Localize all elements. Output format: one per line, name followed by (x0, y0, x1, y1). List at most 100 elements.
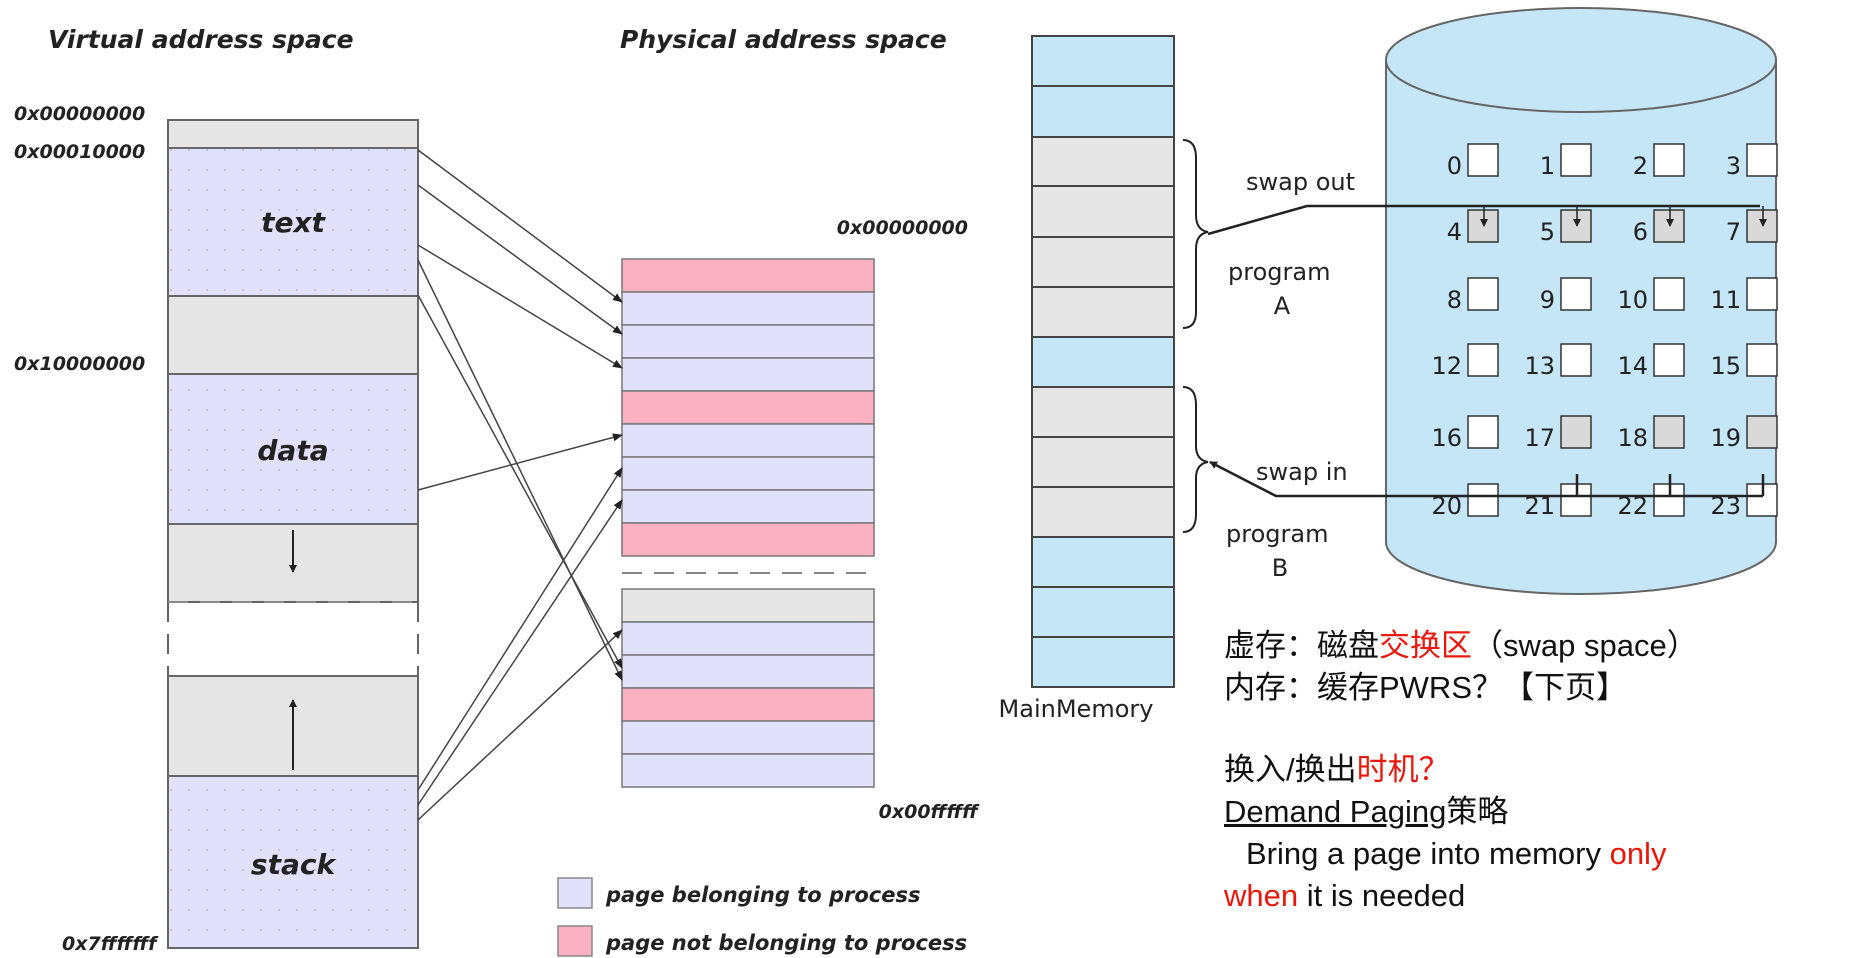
virtual-address-column (167, 119, 419, 949)
disk-page-number: 17 (1524, 424, 1555, 452)
memory-frame (1031, 386, 1175, 438)
disk-page-number: 8 (1447, 286, 1462, 314)
addr-physical-0: 0x00000000 (837, 217, 968, 239)
disk-page-slot (1653, 277, 1685, 311)
physical-frame-belonging (621, 720, 875, 755)
disk-page-number: 2 (1633, 152, 1648, 180)
physical-frame-not-belonging (621, 522, 875, 557)
virtual-reserved-block (167, 119, 419, 149)
swap-out-label: swap out (1246, 168, 1355, 196)
mapping-arrow (417, 259, 623, 681)
disk-page-number: 3 (1726, 152, 1741, 180)
note-when-needed: when it is needed (1224, 875, 1859, 917)
disk-page-slot (1653, 143, 1685, 177)
virtual-stack-segment (167, 775, 419, 949)
spacer (1224, 709, 1859, 749)
memory-frame (1031, 185, 1175, 238)
disk-page-number: 5 (1540, 218, 1555, 246)
disk-page-slot (1467, 143, 1499, 177)
legend-belong-label: page belonging to process (605, 883, 920, 907)
program-a-label-line2: A (1274, 292, 1291, 320)
virtual-text-segment (167, 147, 419, 297)
legend-not-belong-swatch (557, 925, 593, 957)
note-text: （swap space） (1472, 628, 1698, 663)
memory-frame (1031, 486, 1175, 538)
disk-page-slot (1467, 277, 1499, 311)
swap-in-line (1209, 460, 1765, 498)
physical-frame-belonging (621, 654, 875, 689)
disk-page-number: 12 (1431, 352, 1462, 380)
memory-frame (1031, 35, 1175, 87)
disk-page-slot (1467, 415, 1499, 449)
note-demand-paging: Demand Paging策略 (1224, 791, 1859, 833)
program-a-brace (1182, 139, 1209, 329)
disk-page-slot (1746, 209, 1778, 243)
physical-frame-unused (621, 588, 875, 623)
disk-cylinder (1385, 7, 1777, 595)
notes-panel: 虚存：磁盘交换区（swap space） 内存：缓存PWRS？【下页】 换入/换… (1224, 625, 1859, 917)
disk-page-slot (1560, 343, 1592, 377)
disk-page-slot (1746, 277, 1778, 311)
segment-stack-label: stack (251, 848, 338, 881)
swap-out-line (1207, 204, 1760, 236)
physical-frame-belonging (621, 324, 875, 359)
disk-page-number: 13 (1524, 352, 1555, 380)
memory-frame (1031, 636, 1175, 688)
disk-page-slot (1467, 343, 1499, 377)
disk-page-slot (1653, 343, 1685, 377)
disk-page-number: 9 (1540, 286, 1555, 314)
disk-page-slot (1746, 343, 1778, 377)
disk-page-number: 1 (1540, 152, 1555, 180)
memory-frame (1031, 336, 1175, 388)
virtual-data-segment (167, 373, 419, 525)
disk-page-slot (1560, 277, 1592, 311)
disk-page-number: 19 (1710, 424, 1741, 452)
virtual-title: Virtual address space (48, 25, 354, 54)
addr-virtual-1: 0x00010000 (14, 141, 145, 163)
addr-virtual-2: 0x10000000 (14, 353, 145, 375)
disk-page-number: 6 (1633, 218, 1648, 246)
disk-page-slot (1560, 143, 1592, 177)
disk-page-number: 15 (1710, 352, 1741, 380)
note-memory-cache: 内存：缓存PWRS？【下页】 (1224, 670, 1627, 705)
main-memory-label: MainMemory (999, 695, 1154, 723)
memory-frame (1031, 286, 1175, 338)
legend-belong-swatch (557, 877, 593, 909)
note-bring-page: Bring a page into memory only (1224, 833, 1859, 875)
disk-page-slot (1746, 143, 1778, 177)
physical-frame-not-belonging (621, 258, 875, 293)
mapping-arrow (417, 433, 623, 491)
mapping-arrows (417, 149, 623, 821)
program-a-label-line1: program (1228, 258, 1330, 286)
note-text: 换入/换出 (1224, 752, 1357, 787)
addr-virtual-3: 0x7fffffff (62, 933, 159, 955)
disk-page-slot (1653, 415, 1685, 449)
program-b-label-line2: B (1272, 554, 1288, 582)
memory-frame (1031, 236, 1175, 288)
swap-in-label: swap in (1256, 458, 1348, 486)
disk-page-number: 0 (1447, 152, 1462, 180)
disk-page-number: 4 (1447, 218, 1462, 246)
swap-out-drops (1480, 206, 1767, 227)
physical-frame-belonging (621, 291, 875, 326)
mapping-arrow (417, 629, 623, 821)
disk-page-slot (1467, 483, 1499, 517)
memory-frame (1031, 85, 1175, 138)
legend-not-belong-label: page not belonging to process (605, 931, 967, 955)
disk-page-slot (1653, 209, 1685, 243)
note-text: Bring a page into memory (1246, 836, 1610, 871)
note-text: it is needed (1298, 878, 1466, 913)
disk-page-number: 16 (1431, 424, 1462, 452)
physical-frame-belonging (621, 621, 875, 656)
physical-frame-not-belonging (621, 687, 875, 722)
memory-frame (1031, 586, 1175, 638)
note-underlined: Demand Paging (1224, 794, 1447, 829)
note-swap-timing: 换入/换出时机？ (1224, 749, 1859, 791)
mapping-arrow (417, 244, 623, 369)
mapping-arrow (417, 294, 623, 669)
note-highlight: only (1609, 836, 1667, 871)
disk-page-number: 7 (1726, 218, 1741, 246)
memory-frame (1031, 536, 1175, 588)
disk-page-slot (1560, 209, 1592, 243)
